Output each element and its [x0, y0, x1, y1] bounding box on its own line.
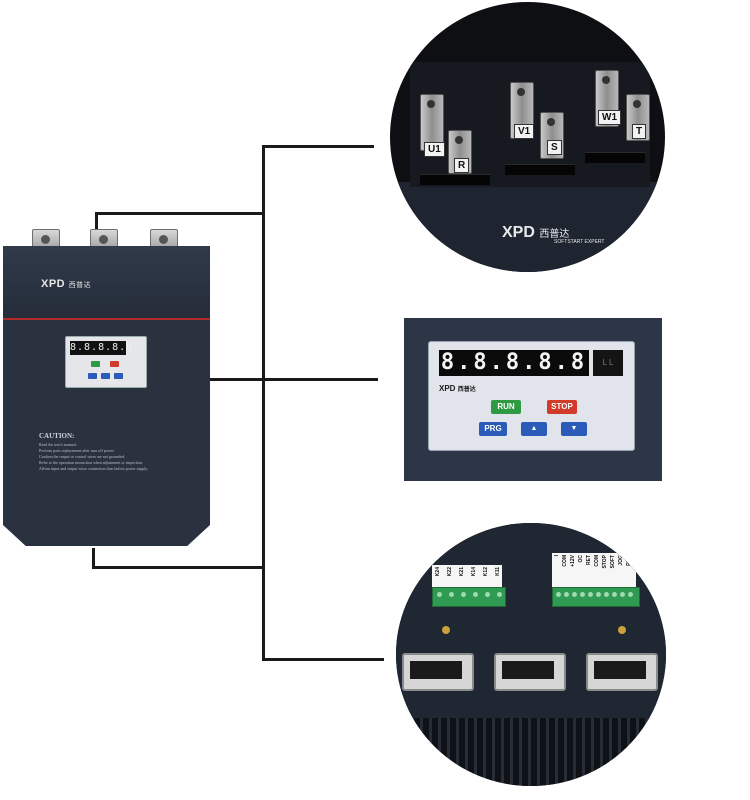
rubber-seal [585, 152, 645, 163]
terminal-label: K21 [459, 567, 465, 577]
caution-line: Perform parts replacement after turn off… [39, 448, 115, 453]
connector-top [262, 145, 374, 148]
control-panel-photo: 8.8.8.8.8 L L XPD 西普达 RUN STOP PRG ▲ ▼ [404, 318, 662, 481]
caution-title: CAUTION: [39, 432, 75, 440]
device-red-stripe [3, 318, 210, 320]
rubber-seal [420, 174, 490, 185]
device-brand-text: XPD [41, 278, 66, 290]
terminal-label: +12V [570, 555, 576, 567]
device-brand-cn: 西普达 [68, 282, 92, 289]
closeup-brand-cn: 西普达 [539, 229, 570, 240]
terminal-label: COM [594, 555, 600, 567]
terminal-label-r: R [454, 158, 470, 173]
caution-line: Affirm input and output wires connection… [39, 466, 148, 471]
left-terminal-block [432, 587, 506, 607]
right-terminal-block [552, 587, 640, 607]
panel-brand-text: XPD [439, 384, 456, 393]
right-terminal-labels [552, 553, 636, 587]
device-down-button[interactable] [114, 373, 123, 379]
run-button[interactable]: RUN [491, 400, 521, 414]
connector-device-bottom-rise [92, 548, 95, 568]
terminal-label-u1: U1 [424, 142, 445, 157]
screw-icon [618, 626, 626, 634]
connector-device-bottom [92, 566, 264, 569]
closeup-brand: XPD 西普达 SOFTSTART EXPERT [502, 224, 604, 245]
screw-icon [442, 626, 450, 634]
vent-grille [396, 718, 666, 786]
connector-device-top-drop [95, 212, 98, 230]
rubber-seal [505, 164, 575, 175]
caution-line: Read the user's manual. [39, 442, 77, 447]
terminal-label: OC [578, 555, 584, 563]
power-slot-1 [402, 653, 474, 691]
terminal-label: COM [562, 555, 568, 567]
terminal-label-s: S [547, 140, 562, 155]
terminal-label-v1: V1 [514, 124, 535, 139]
terminal-label: K14 [471, 567, 477, 577]
terminal-label: SOFT [610, 555, 616, 569]
device-control-panel: 8.8.8.8.8 [65, 336, 147, 388]
terminal-label: K24 [435, 567, 441, 577]
panel-brand-cn: 西普达 [457, 387, 476, 393]
terminal-label-t: T [632, 124, 647, 139]
terminal-label: RUN [626, 555, 632, 566]
terminal-label: I [554, 555, 560, 557]
device-up-button[interactable] [101, 373, 110, 379]
connector-middle [210, 378, 378, 381]
up-button[interactable]: ▲ [521, 422, 547, 436]
device-upper-section [3, 246, 210, 318]
panel-brand: XPD 西普达 [439, 384, 476, 393]
caution-line: Refer to the operation instruction when … [39, 460, 144, 465]
connector-bottom [262, 658, 384, 661]
device-run-button[interactable] [91, 361, 100, 367]
device-stop-button[interactable] [110, 361, 119, 367]
led-indicator: L L [593, 350, 623, 376]
busbar-u1 [420, 94, 444, 151]
caution-notice: CAUTION: Read the user's manual. Perform… [39, 432, 148, 472]
terminal-cover [390, 182, 665, 272]
closeup-brand-text: XPD [502, 224, 535, 241]
device-brand: XPD 西普达 [41, 278, 91, 290]
soft-starter-device: XPD 西普达 8.8.8.8.8 CAUTION: Read the user… [3, 246, 210, 546]
caution-line: Confirm the output or control wires are … [39, 454, 126, 459]
terminal-label: K12 [483, 567, 489, 577]
connector-vertical [262, 145, 265, 661]
terminals-closeup-photo: U1 R V1 S W1 T XPD 西普达 SOFTSTART EXPERT [390, 2, 665, 272]
wiring-closeup-photo: K24 K22 K21 K14 K12 K11 I COM +12V OC RE… [396, 523, 666, 786]
terminal-label: STOP [602, 555, 608, 569]
terminal-label: K22 [447, 567, 453, 577]
led-display: 8.8.8.8.8 [439, 350, 589, 376]
power-slot-2 [494, 653, 566, 691]
power-slot-3 [586, 653, 658, 691]
stop-button[interactable]: STOP [547, 400, 577, 414]
left-terminal-labels [432, 565, 502, 587]
control-panel: 8.8.8.8.8 L L XPD 西普达 RUN STOP PRG ▲ ▼ [428, 341, 635, 451]
closeup-brand-sub: SOFTSTART EXPERT [554, 239, 605, 245]
terminal-label: JOG [618, 555, 624, 566]
terminal-label: K11 [495, 567, 501, 576]
connector-device-top [95, 212, 264, 215]
terminal-label-w1: W1 [598, 110, 621, 125]
down-button[interactable]: ▼ [561, 422, 587, 436]
device-led-display: 8.8.8.8.8 [70, 341, 134, 355]
terminal-label: RET [586, 555, 592, 565]
prg-button[interactable]: PRG [479, 422, 507, 436]
device-prg-button[interactable] [88, 373, 97, 379]
